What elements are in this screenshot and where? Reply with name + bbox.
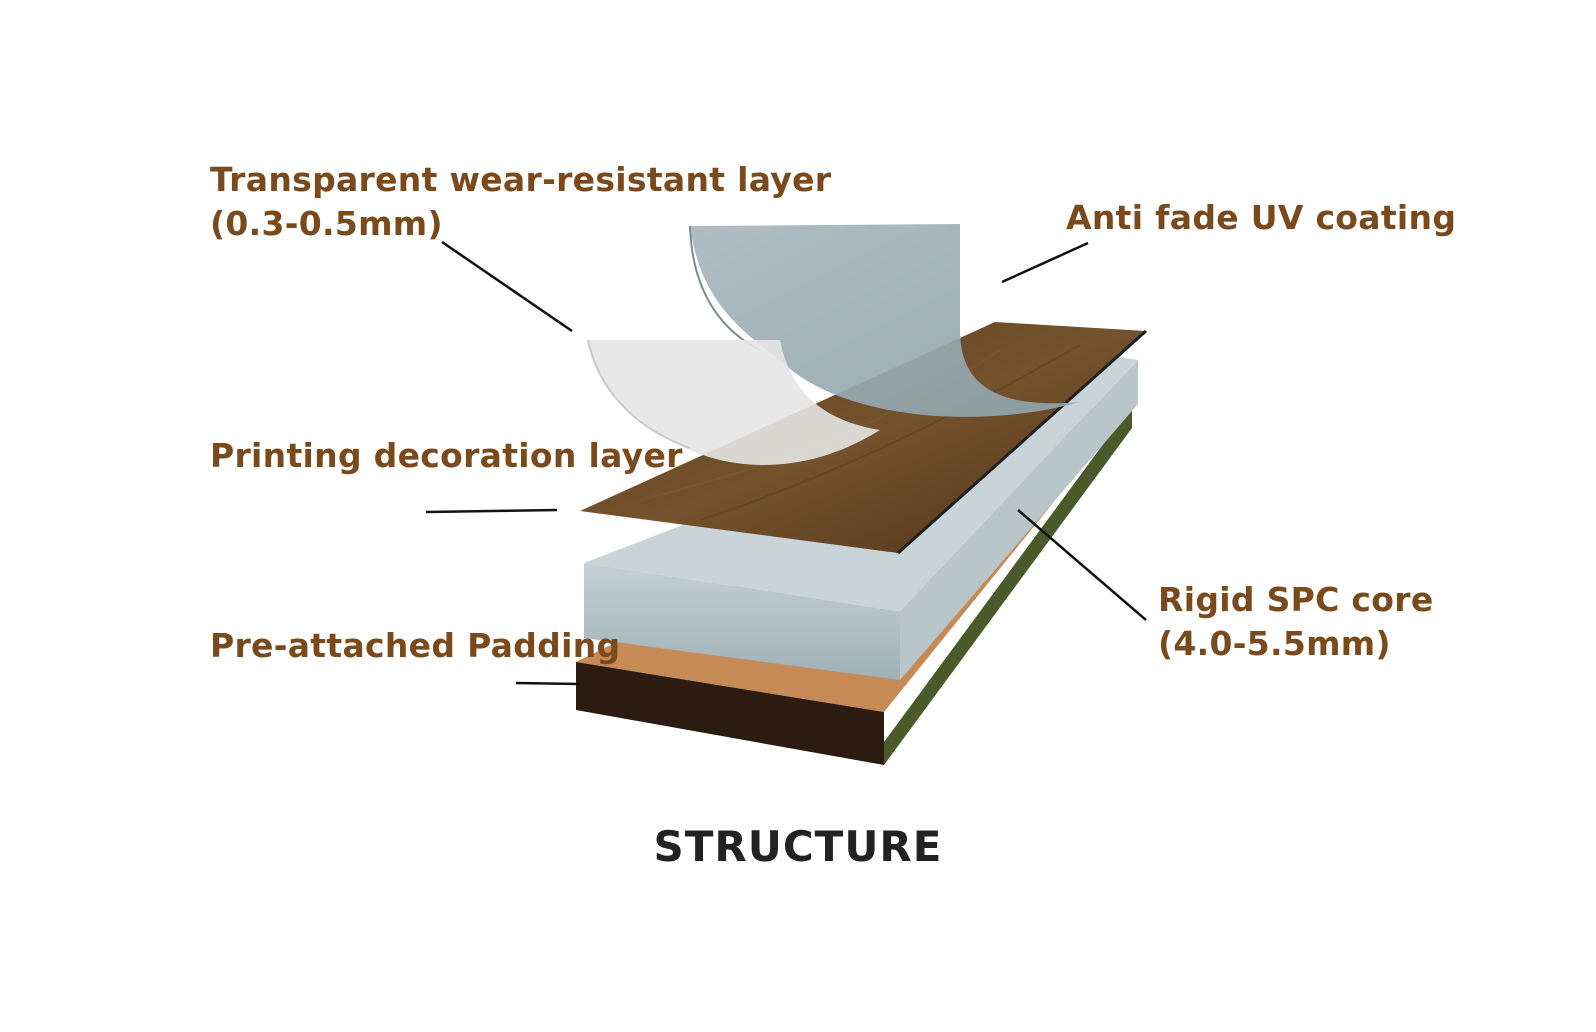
uv-coating-label-line1: Anti fade UV coating [1066, 198, 1457, 237]
printing-layer-label: Printing decoration layer [210, 434, 683, 478]
spc-core-label-line1: Rigid SPC core [1158, 580, 1434, 619]
leader-printing-layer [425, 508, 558, 514]
spc-core-side-face [900, 360, 1138, 680]
wear-layer-label: Transparent wear-resistant layer (0.3-0.… [210, 158, 831, 246]
padding-label: Pre-attached Padding [210, 624, 620, 668]
spc-core-label-line2: (4.0-5.5mm) [1158, 624, 1391, 663]
wear-resistant-film [587, 339, 880, 465]
padding-front-face [576, 662, 884, 765]
leader-lines [425, 240, 1147, 686]
diagram-caption: STRUCTURE [653, 822, 943, 871]
spc-core-label: Rigid SPC core (4.0-5.5mm) [1158, 578, 1434, 666]
leader-wear-layer [441, 240, 573, 333]
spc-core-front-face [584, 563, 900, 680]
wear-layer-label-line1: Transparent wear-resistant layer [210, 160, 832, 199]
uv-coating-label: Anti fade UV coating [1066, 196, 1456, 240]
padding-side-face [884, 405, 1132, 765]
leader-uv-coating [1001, 241, 1089, 284]
padding-label-line1: Pre-attached Padding [210, 626, 621, 665]
leader-padding [515, 681, 581, 686]
wear-layer-label-line2: (0.3-0.5mm) [210, 204, 443, 243]
printing-layer-label-line1: Printing decoration layer [210, 436, 683, 475]
leader-spc-core [1017, 509, 1147, 621]
